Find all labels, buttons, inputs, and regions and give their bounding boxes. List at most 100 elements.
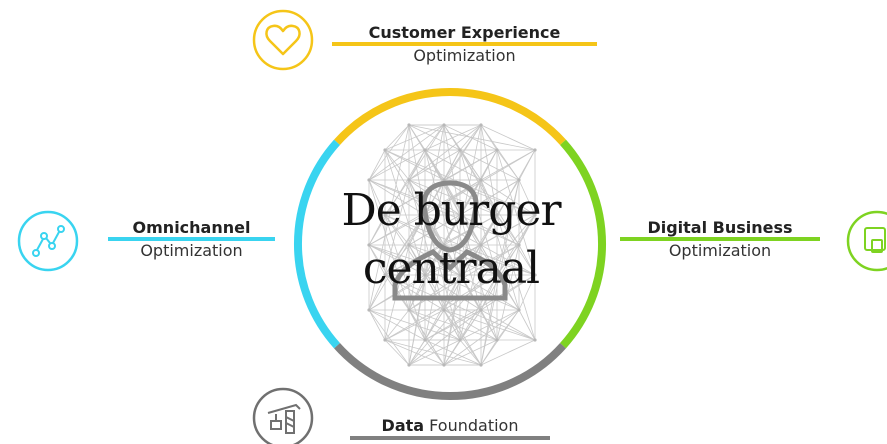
network-line bbox=[518, 274, 536, 311]
network-node bbox=[442, 123, 446, 127]
network-node bbox=[479, 308, 483, 312]
pillar-subtitle: Foundation bbox=[429, 416, 519, 435]
crane-building-icon bbox=[252, 387, 314, 444]
network-line bbox=[459, 149, 498, 276]
network-line bbox=[496, 244, 520, 276]
network-line bbox=[368, 149, 386, 181]
network-line bbox=[384, 124, 410, 151]
pillar-digital-business: Digital Business Optimization bbox=[620, 219, 820, 261]
network-line bbox=[408, 149, 461, 181]
network-line bbox=[480, 214, 536, 311]
network-line bbox=[424, 214, 482, 246]
network-line bbox=[496, 179, 520, 276]
network-line bbox=[408, 309, 426, 341]
network-line bbox=[459, 149, 520, 181]
network-node bbox=[479, 123, 483, 127]
network-line bbox=[384, 149, 426, 276]
pillar-customer-experience: Customer Experience Optimization bbox=[332, 24, 597, 66]
pillar-bar bbox=[350, 436, 550, 440]
network-line bbox=[408, 274, 461, 311]
ring-segment-digital-business bbox=[560, 139, 607, 349]
pillar-title-row: Data Foundation bbox=[350, 416, 550, 436]
pillar-data-foundation: Data Foundation bbox=[350, 416, 550, 440]
network-line bbox=[459, 274, 520, 311]
center-title: De burger centraal bbox=[316, 182, 586, 298]
network-line bbox=[424, 124, 482, 151]
network-line bbox=[408, 309, 482, 366]
network-line bbox=[443, 179, 461, 216]
network-line bbox=[480, 274, 498, 366]
network-line bbox=[384, 339, 482, 366]
network-line bbox=[480, 124, 498, 216]
network-node bbox=[423, 338, 427, 342]
network-line bbox=[384, 274, 498, 341]
ring-segment-customer-experience bbox=[334, 88, 566, 145]
network-node bbox=[533, 213, 537, 217]
pillar-subtitle: Optimization bbox=[413, 46, 516, 65]
network-line bbox=[368, 214, 426, 246]
network-line bbox=[384, 214, 426, 341]
network-node bbox=[407, 178, 411, 182]
network-line bbox=[424, 149, 482, 181]
pillar-title: Data bbox=[381, 416, 425, 435]
network-line bbox=[518, 309, 536, 341]
network-node bbox=[442, 363, 446, 367]
network-line bbox=[408, 214, 461, 246]
journey-path-icon bbox=[17, 210, 79, 272]
network-line bbox=[443, 124, 520, 246]
pillar-subtitle: Optimization bbox=[140, 241, 243, 260]
ring bbox=[293, 88, 607, 400]
network-line bbox=[459, 309, 520, 341]
pillar-bar bbox=[620, 237, 820, 241]
network-node bbox=[517, 243, 521, 247]
network-node bbox=[407, 308, 411, 312]
network-node bbox=[479, 178, 483, 182]
network-node bbox=[458, 273, 462, 277]
network-node bbox=[383, 148, 387, 152]
pillar-title: Customer Experience bbox=[368, 23, 561, 42]
network-line bbox=[368, 124, 445, 181]
devices-icon bbox=[846, 210, 887, 272]
network-node bbox=[458, 338, 462, 342]
network-line bbox=[424, 274, 461, 341]
network-node bbox=[383, 273, 387, 277]
pillar-bar bbox=[108, 237, 275, 241]
network-line bbox=[384, 339, 445, 366]
network-node bbox=[495, 213, 499, 217]
network-line bbox=[384, 149, 445, 181]
network-node bbox=[458, 148, 462, 152]
network-node bbox=[407, 123, 411, 127]
network-node bbox=[442, 308, 446, 312]
network-line bbox=[480, 339, 498, 366]
network-line bbox=[368, 179, 386, 216]
network-line bbox=[408, 124, 482, 181]
network-line bbox=[368, 214, 426, 311]
network-node bbox=[407, 243, 411, 247]
network-line bbox=[424, 149, 461, 276]
pillar-title: Omnichannel bbox=[132, 218, 251, 237]
network-line bbox=[368, 309, 386, 341]
network-line bbox=[443, 124, 482, 311]
network-line bbox=[443, 339, 461, 366]
network-node bbox=[479, 243, 483, 247]
network-node bbox=[495, 148, 499, 152]
network-line bbox=[443, 309, 461, 341]
network-lines bbox=[367, 123, 537, 367]
network-line bbox=[368, 214, 386, 246]
network-node bbox=[517, 178, 521, 182]
ring-segment-omnichannel bbox=[293, 139, 340, 349]
network-line bbox=[408, 339, 426, 366]
network-node bbox=[407, 363, 411, 367]
network-node bbox=[383, 338, 387, 342]
network-node bbox=[367, 308, 371, 312]
network-node bbox=[423, 148, 427, 152]
network-node bbox=[533, 148, 537, 152]
network-line bbox=[424, 339, 482, 366]
network-line bbox=[368, 149, 426, 181]
network-line bbox=[424, 274, 536, 341]
network-node bbox=[517, 308, 521, 312]
network-node bbox=[367, 178, 371, 182]
network-line bbox=[368, 124, 410, 181]
network-line bbox=[384, 244, 410, 276]
